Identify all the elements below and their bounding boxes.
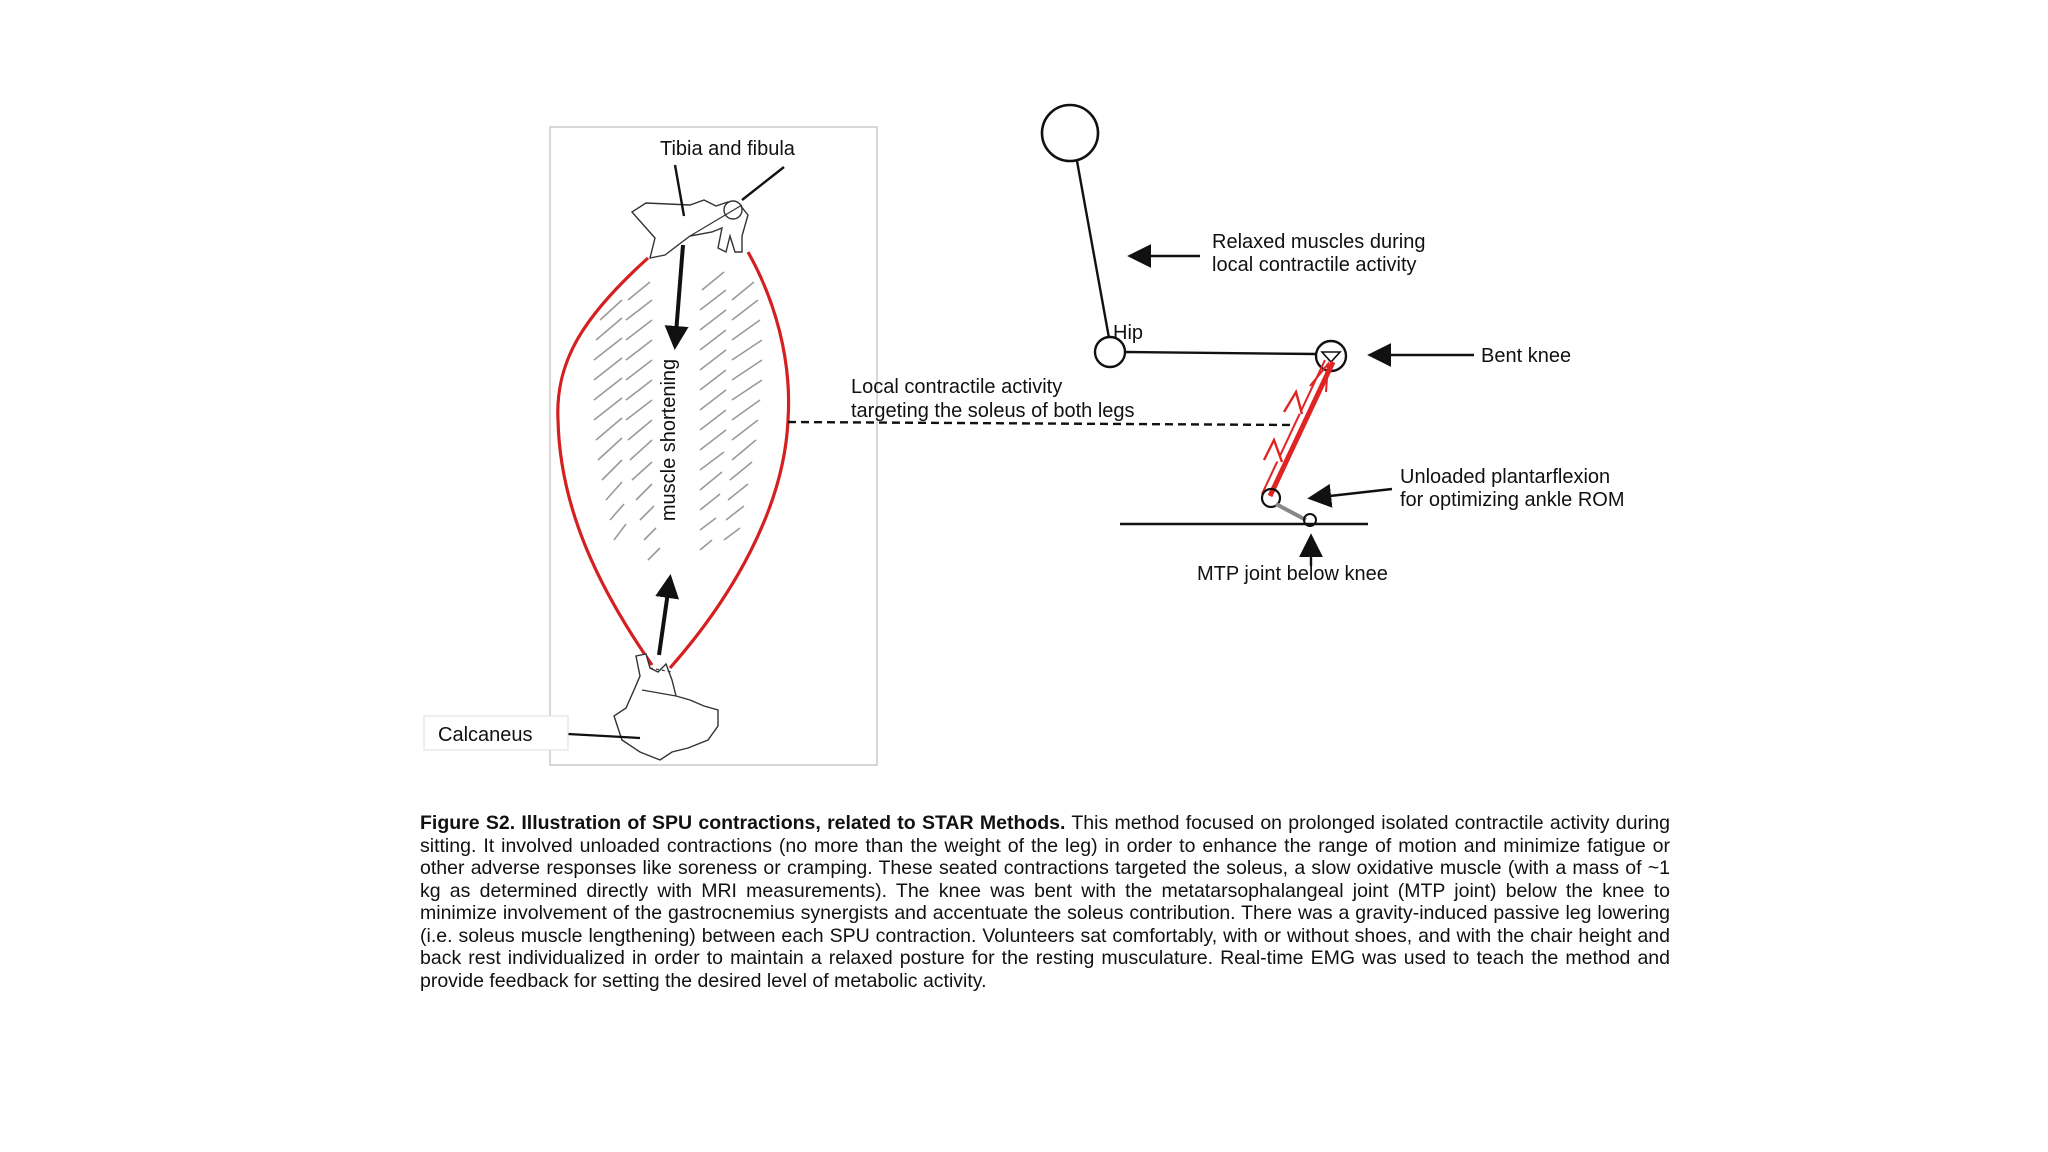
soleus-muscle-drawing (556, 199, 791, 761)
label-hip: Hip (1113, 322, 1143, 344)
label-relaxed-2: local contractile activity (1212, 254, 1417, 276)
caption-title: Figure S2. Illustration of SPU contracti… (420, 812, 1066, 834)
arrow-down-shortening (664, 244, 689, 350)
muscle-panel-frame (549, 126, 878, 766)
label-mtp-joint: MTP joint below knee (1197, 563, 1388, 585)
calcaneus-bone (613, 653, 719, 761)
shank-segment (1267, 360, 1336, 498)
foot-segment (1275, 502, 1307, 522)
dashed-connector-line (787, 420, 1296, 427)
seated-stick-figure (1040, 103, 1368, 527)
figure-caption: Figure S2. Illustration of SPU contracti… (420, 812, 1670, 992)
label-muscle-shortening: muscle shortening (658, 359, 680, 521)
figure-illustration: Tibia and fibula muscle shortening Calca… (423, 103, 1625, 766)
label-unloaded-1: Unloaded plantarflexion (1400, 466, 1610, 488)
label-calcaneus: Calcaneus (438, 724, 533, 746)
tibia-fibula-bone (630, 199, 749, 259)
label-unloaded-2: for optimizing ankle ROM (1400, 489, 1625, 511)
label-tibia-fibula: Tibia and fibula (660, 138, 796, 160)
torso-line (1075, 160, 1111, 339)
thigh-line (1124, 350, 1317, 356)
muscle-fibers (593, 271, 763, 561)
label-local-contractile-1: Local contractile activity (851, 376, 1062, 398)
ankle-joint (1260, 487, 1282, 509)
mtp-joint (1303, 513, 1317, 527)
label-bent-knee: Bent knee (1481, 345, 1571, 367)
label-relaxed-1: Relaxed muscles during (1212, 231, 1425, 253)
arrow-up-shortening (655, 574, 680, 656)
caption-body: This method focused on prolonged isolate… (420, 812, 1670, 992)
label-local-contractile-2: targeting the soleus of both legs (851, 400, 1135, 422)
head-circle (1040, 103, 1100, 163)
